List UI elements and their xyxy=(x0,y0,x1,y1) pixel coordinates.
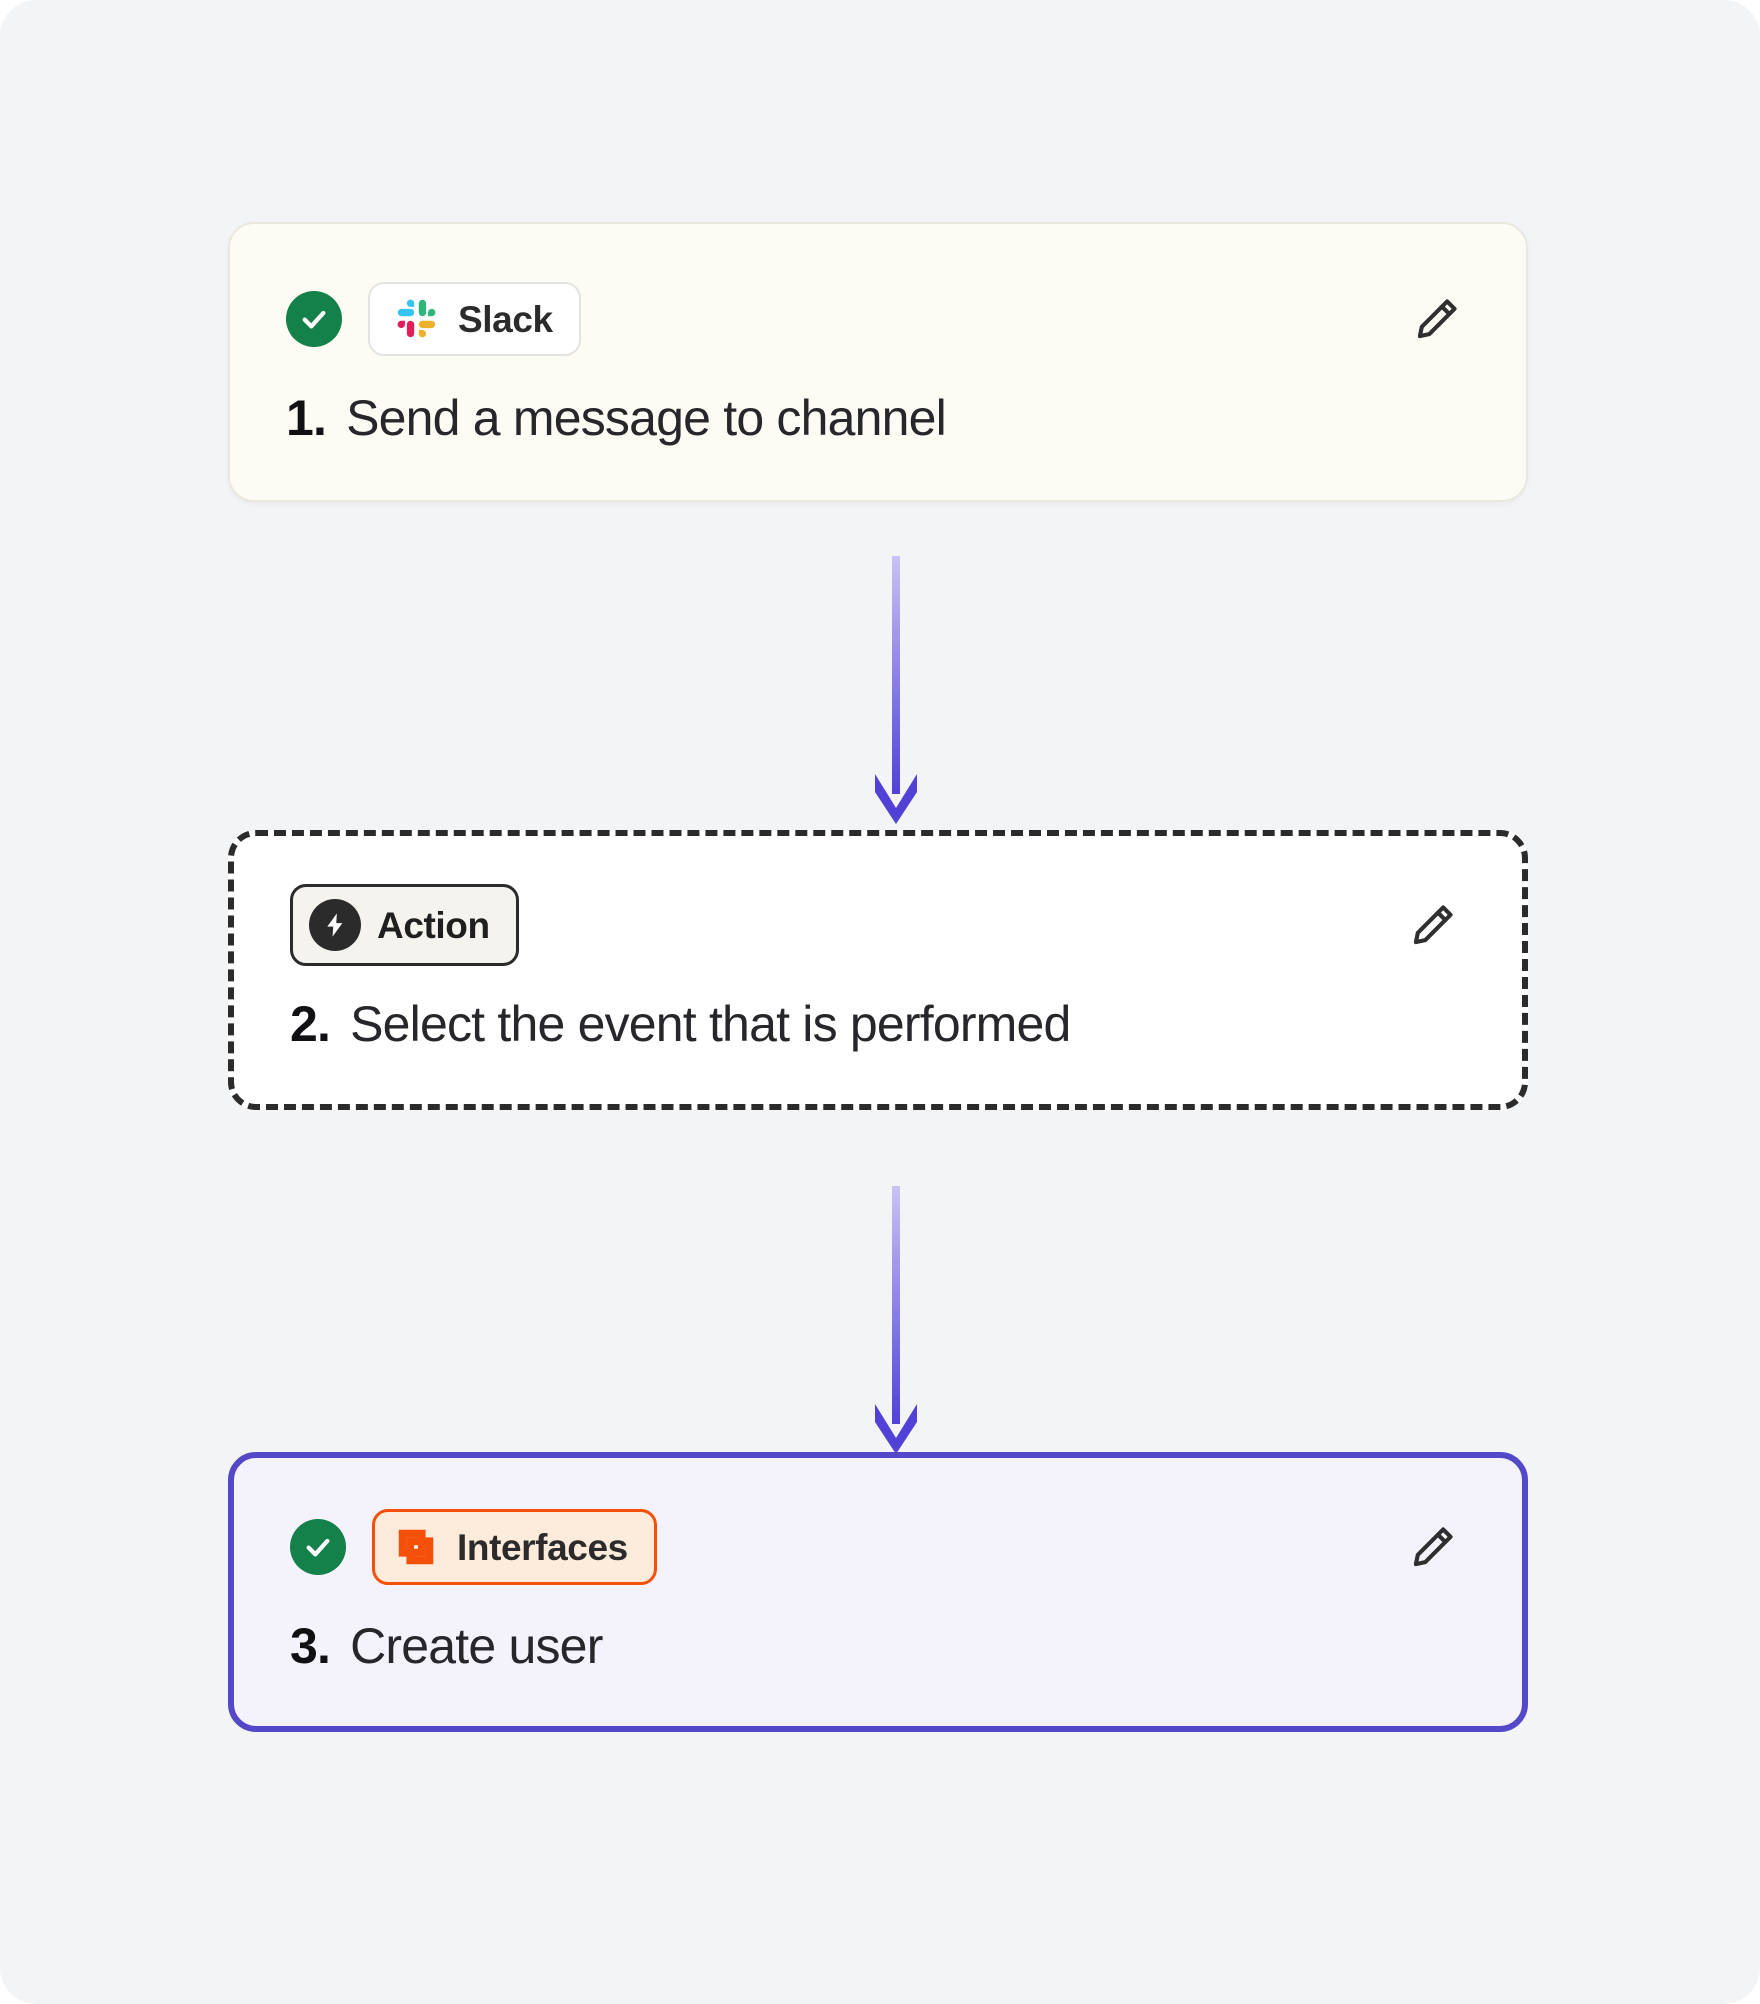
step-3-header-left: Interfaces xyxy=(290,1509,657,1585)
check-circle-icon xyxy=(286,291,342,347)
down-arrow-icon xyxy=(875,1186,917,1454)
connector-arrow-1 xyxy=(856,556,936,824)
step-1-number: 1. xyxy=(286,390,327,446)
pencil-icon xyxy=(1413,1527,1453,1567)
edit-step-1-button[interactable] xyxy=(1404,286,1470,352)
app-badge-action[interactable]: Action xyxy=(290,884,519,966)
step-2-title-row: 2. Select the event that is performed xyxy=(290,996,1466,1054)
slack-logo-icon xyxy=(397,299,436,338)
workflow-step-card-1[interactable]: Slack 1. Send a message to channel xyxy=(228,222,1528,502)
app-badge-interfaces[interactable]: Interfaces xyxy=(372,1509,657,1585)
step-3-title: Create user xyxy=(350,1618,603,1674)
step-3-title-row: 3. Create user xyxy=(290,1618,1466,1676)
connector-arrow-2 xyxy=(856,1186,936,1454)
interfaces-squares-icon xyxy=(398,1529,434,1565)
lightning-bolt-icon xyxy=(309,899,361,951)
workflow-step-card-2[interactable]: Action 2. Select the event that is perfo… xyxy=(228,830,1528,1110)
step-2-header: Action xyxy=(290,882,1466,968)
step-3-number: 3. xyxy=(290,1618,331,1674)
step-1-header-left: Slack xyxy=(286,282,581,356)
app-badge-action-label: Action xyxy=(377,904,490,946)
down-arrow-icon xyxy=(875,556,917,824)
step-2-header-left: Action xyxy=(290,884,519,966)
step-2-number: 2. xyxy=(290,996,331,1052)
pencil-icon xyxy=(1417,299,1457,339)
edit-step-3-button[interactable] xyxy=(1400,1514,1466,1580)
edit-step-2-button[interactable] xyxy=(1400,892,1466,958)
workflow-step-card-3[interactable]: Interfaces 3. Create user xyxy=(228,1452,1528,1732)
app-badge-slack-label: Slack xyxy=(458,298,553,340)
step-2-title: Select the event that is performed xyxy=(350,996,1071,1052)
pencil-icon xyxy=(1413,905,1453,945)
app-badge-interfaces-label: Interfaces xyxy=(457,1526,628,1568)
step-1-header: Slack xyxy=(286,276,1470,362)
step-3-header: Interfaces xyxy=(290,1504,1466,1590)
check-circle-icon xyxy=(290,1519,346,1575)
app-badge-slack[interactable]: Slack xyxy=(368,282,581,356)
step-1-title: Send a message to channel xyxy=(346,390,947,446)
step-1-title-row: 1. Send a message to channel xyxy=(286,390,1470,448)
